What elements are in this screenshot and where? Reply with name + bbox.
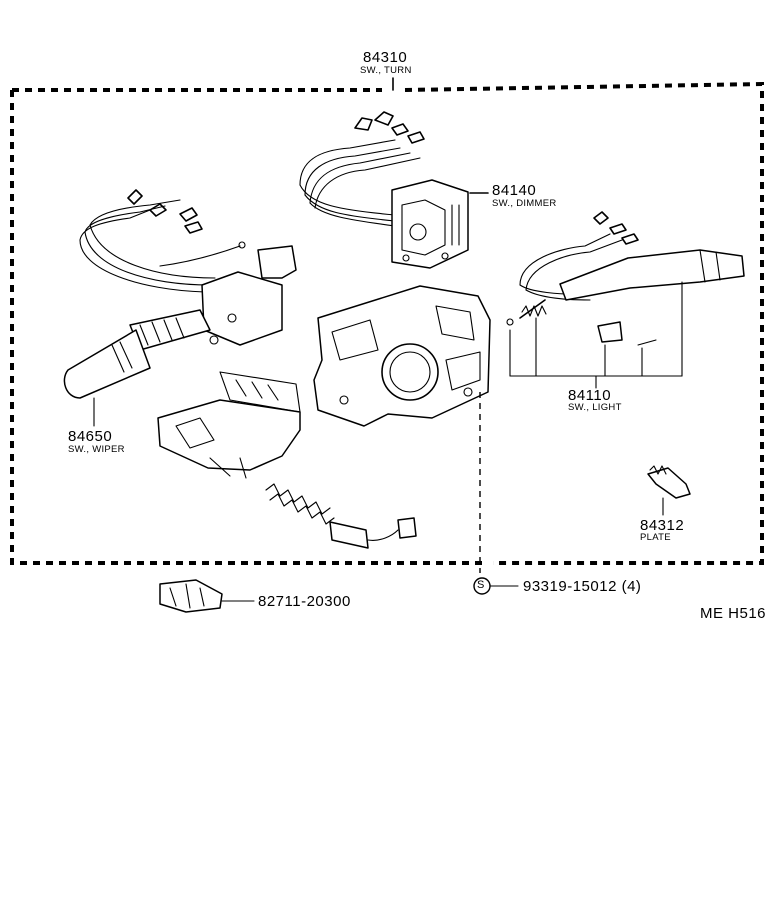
turn-switch-body-drawing <box>313 285 491 573</box>
clip-drawing <box>159 579 255 613</box>
wiper-switch-drawing <box>63 189 297 399</box>
screw-leader <box>473 577 519 595</box>
lower-assembly-drawing <box>157 371 417 549</box>
screw-symbol: S <box>477 579 485 591</box>
assembly-part-name: SW., TURN <box>360 65 412 76</box>
screw-part-number: 93319-15012 (4) <box>523 578 642 595</box>
assembly-part-number: 84310 <box>363 49 408 66</box>
light-part-name: SW., LIGHT <box>568 402 622 413</box>
dimmer-part-number: 84140 <box>492 182 537 199</box>
dimmer-part-name: SW., DIMMER <box>492 198 557 209</box>
wiper-part-name: SW., WIPER <box>68 444 125 455</box>
plate-part-number: 84312 <box>640 517 685 534</box>
wiper-part-number: 84650 <box>68 428 113 445</box>
light-switch-drawing <box>506 211 745 389</box>
light-part-number: 84110 <box>568 387 612 404</box>
assembly-boundary <box>10 77 764 565</box>
plate-drawing <box>647 465 691 516</box>
clip-part-number: 82711-20300 <box>258 593 351 610</box>
dimmer-switch-drawing <box>299 111 489 269</box>
plate-part-name: PLATE <box>640 532 671 543</box>
diagram-code: ME H516 <box>700 605 767 622</box>
